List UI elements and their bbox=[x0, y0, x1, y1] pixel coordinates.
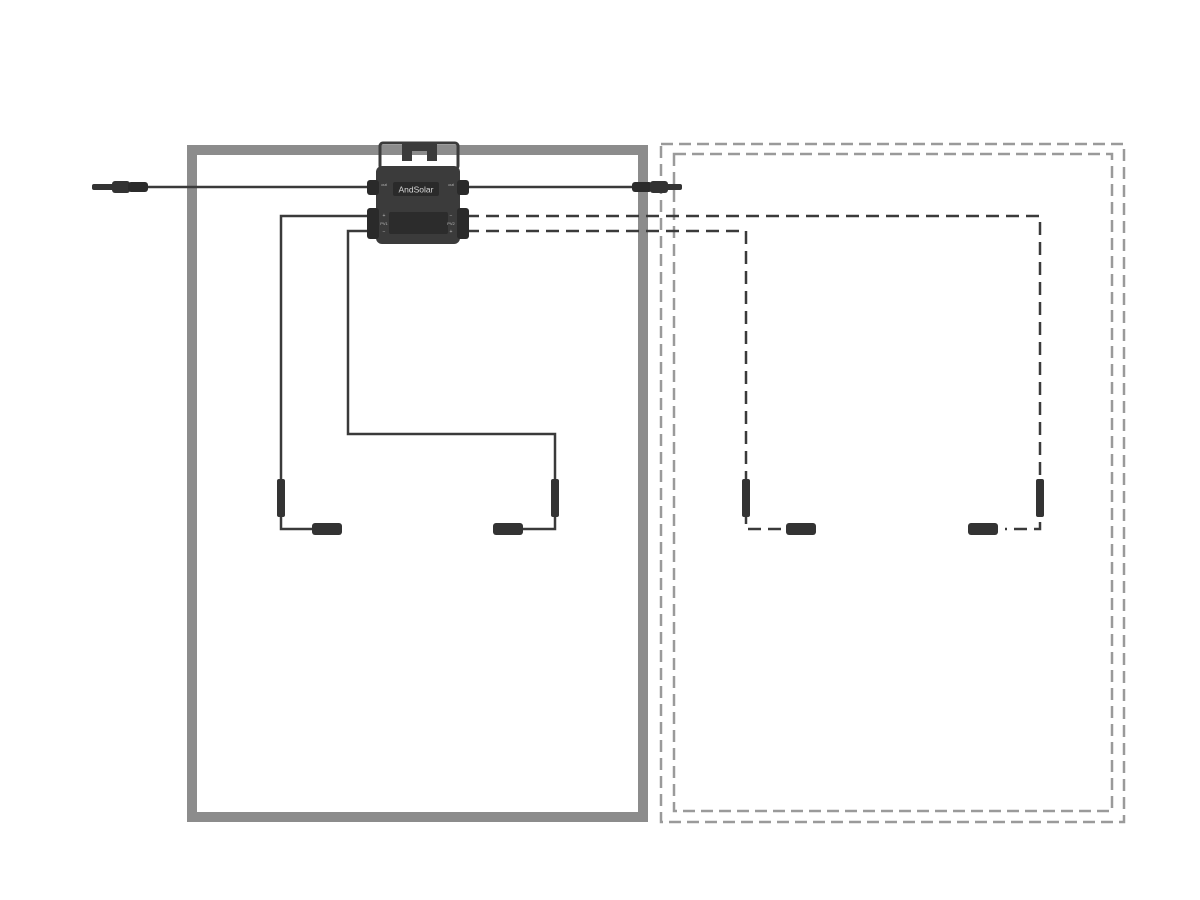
port-label-plus-left: + bbox=[383, 213, 386, 219]
brand-label: AndSolar bbox=[399, 185, 434, 195]
panel-2-mc4-lead-left bbox=[786, 523, 816, 535]
panel-1-dc-cable-a bbox=[279, 214, 372, 531]
dc-port-right bbox=[457, 208, 469, 239]
solar-panel-2 bbox=[659, 142, 1126, 824]
solar-panel-2-outer-frame bbox=[659, 142, 1126, 824]
panel-2-mc4-lead-right bbox=[968, 523, 998, 535]
panel-2-inline-connector-right bbox=[1036, 479, 1044, 517]
port-label-pv-right: PV2 bbox=[447, 221, 455, 226]
port-label-ac-left: out bbox=[381, 182, 387, 187]
ac-connector-right bbox=[632, 181, 682, 193]
panel-1-dc-cable-b bbox=[346, 229, 557, 531]
brand-label-plate bbox=[393, 182, 439, 196]
panel-2-inline-connector-left bbox=[742, 479, 750, 517]
solar-panel-1-frame bbox=[187, 145, 648, 822]
panel-2-dc-cable-b bbox=[466, 229, 790, 531]
dc-port-left bbox=[367, 208, 379, 239]
port-label-minus-right: − bbox=[450, 213, 453, 219]
panel-1-mc4-lead-left bbox=[312, 523, 342, 535]
ac-connector-left bbox=[92, 181, 148, 193]
ac-port-right bbox=[457, 180, 469, 195]
panel-1-dc-cables bbox=[279, 214, 557, 531]
port-label-plus-right: + bbox=[450, 229, 453, 235]
panel-1-mc4-lead-right bbox=[493, 523, 523, 535]
port-label-minus-left: − bbox=[383, 229, 386, 235]
microinverter: AndSolar out out + PV1 − − PV2 + bbox=[367, 141, 469, 244]
ac-port-left bbox=[367, 180, 379, 195]
panel-1-inline-connector-right bbox=[551, 479, 559, 517]
panel-2-dc-cable-a bbox=[466, 214, 1042, 531]
panel-2-dc-cables bbox=[466, 214, 1042, 531]
inverter-display-window bbox=[389, 212, 448, 234]
port-label-pv-left: PV1 bbox=[380, 221, 388, 226]
solar-panel-2-inner-frame bbox=[672, 152, 1114, 813]
port-label-ac-right: out bbox=[448, 182, 454, 187]
ac-trunk-cable bbox=[92, 181, 682, 193]
panel-1-inline-connector-left bbox=[277, 479, 285, 517]
